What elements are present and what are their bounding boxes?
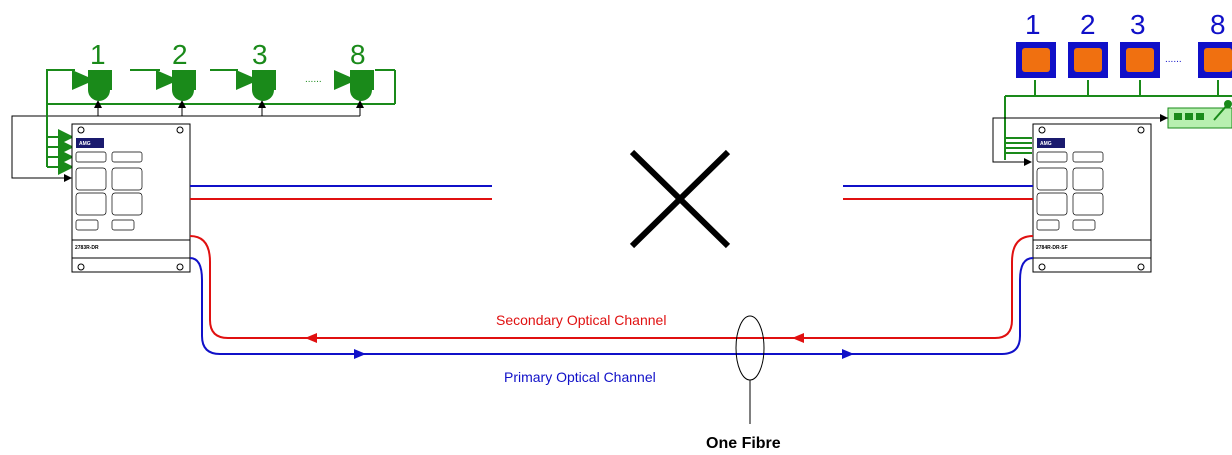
camera-number: 3 (252, 39, 268, 70)
monitor-icon (1068, 42, 1108, 78)
monitor-number: 3 (1130, 9, 1146, 40)
monitor-icon (1198, 42, 1232, 78)
brand-badge (76, 138, 104, 148)
monitor-icon (1016, 42, 1056, 78)
monitor-number: 8 (1210, 9, 1226, 40)
receiver-unit: AMG 2784R-DR-SF (1032, 123, 1152, 273)
fibre-label: One Fibre (706, 435, 781, 452)
video-inputs (46, 104, 74, 175)
broken-direct-link (190, 185, 1033, 200)
primary-channel-label: Primary Optical Channel (504, 369, 656, 385)
brand-label: AMG (1040, 141, 1052, 147)
monitor-number: 1 (1025, 9, 1041, 40)
camera-icon (156, 70, 196, 101)
camera-group: 1 2 3 8 ...... (46, 39, 396, 117)
model-label: 2784R-DR-SF (1036, 245, 1068, 251)
camera-icon (236, 70, 276, 101)
camera-number: 1 (90, 39, 106, 70)
secondary-channel-label: Secondary Optical Channel (496, 312, 666, 328)
fibre-bundle-marker (735, 315, 765, 424)
video-outputs (1005, 137, 1032, 154)
monitor-icon (1120, 42, 1160, 78)
model-label: 2783R-DR (75, 245, 99, 251)
secondary-optical-channel (189, 235, 1034, 343)
camera-icon (72, 70, 112, 101)
camera-ellipsis: ...... (305, 74, 322, 85)
controller-icon (1167, 100, 1232, 129)
brand-badge (1037, 138, 1065, 148)
monitor-group: 1 2 3 8 ...... (1004, 9, 1232, 160)
camera-number: 2 (172, 39, 188, 70)
monitor-ellipsis: ...... (1165, 54, 1182, 65)
cross-icon (629, 149, 731, 249)
monitor-number: 2 (1080, 9, 1096, 40)
primary-optical-channel (189, 257, 1034, 359)
camera-number: 8 (350, 39, 366, 70)
transmitter-unit: AMG 2783R-DR (71, 123, 191, 273)
camera-icon (334, 70, 374, 101)
brand-label: AMG (79, 141, 91, 147)
